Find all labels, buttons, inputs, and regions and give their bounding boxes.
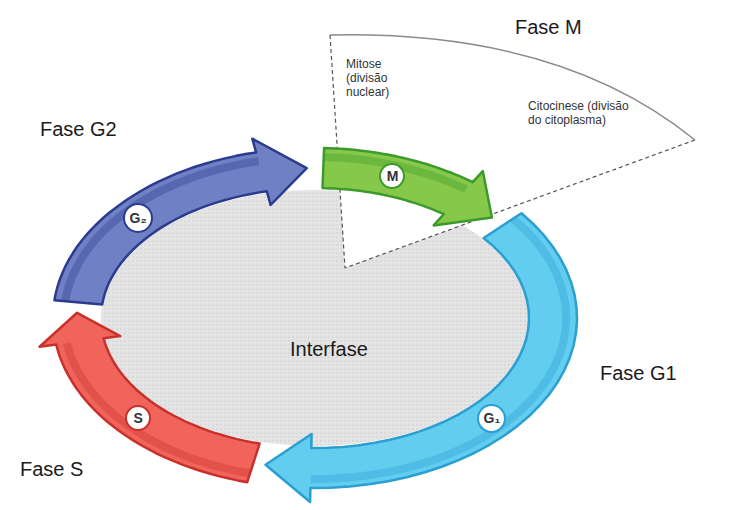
phase-circle: G₂ xyxy=(123,203,153,233)
phase-circle: G₁ xyxy=(477,404,506,433)
phase-letter: G₁ xyxy=(484,411,501,425)
mitosis-note: Mitose (divisão nuclear) xyxy=(346,58,412,99)
g2-arrow xyxy=(54,139,306,305)
phase-letter: M xyxy=(387,169,399,183)
g1-arrow xyxy=(266,213,578,502)
phase-title: Fase S xyxy=(20,458,83,481)
phase-title: Fase M xyxy=(515,16,582,39)
phase-letter: G₂ xyxy=(130,211,147,225)
cytokinesis-note: Citocinese (divisão do citoplasma) xyxy=(528,100,640,128)
m-arrow xyxy=(323,148,492,225)
phase-title: Fase G1 xyxy=(600,362,677,385)
s-arrow-shade xyxy=(67,343,250,473)
sector-arc xyxy=(330,35,695,140)
cycle-arrows xyxy=(40,139,577,502)
phase-letter: S xyxy=(133,411,142,425)
interphase-label: Interfase xyxy=(290,338,368,361)
phase-title: Fase G2 xyxy=(40,118,117,141)
s-arrow xyxy=(40,313,260,482)
m-arrow-shade xyxy=(324,157,466,189)
g2-arrow-shade xyxy=(65,161,258,301)
interphase-ground xyxy=(101,190,529,446)
